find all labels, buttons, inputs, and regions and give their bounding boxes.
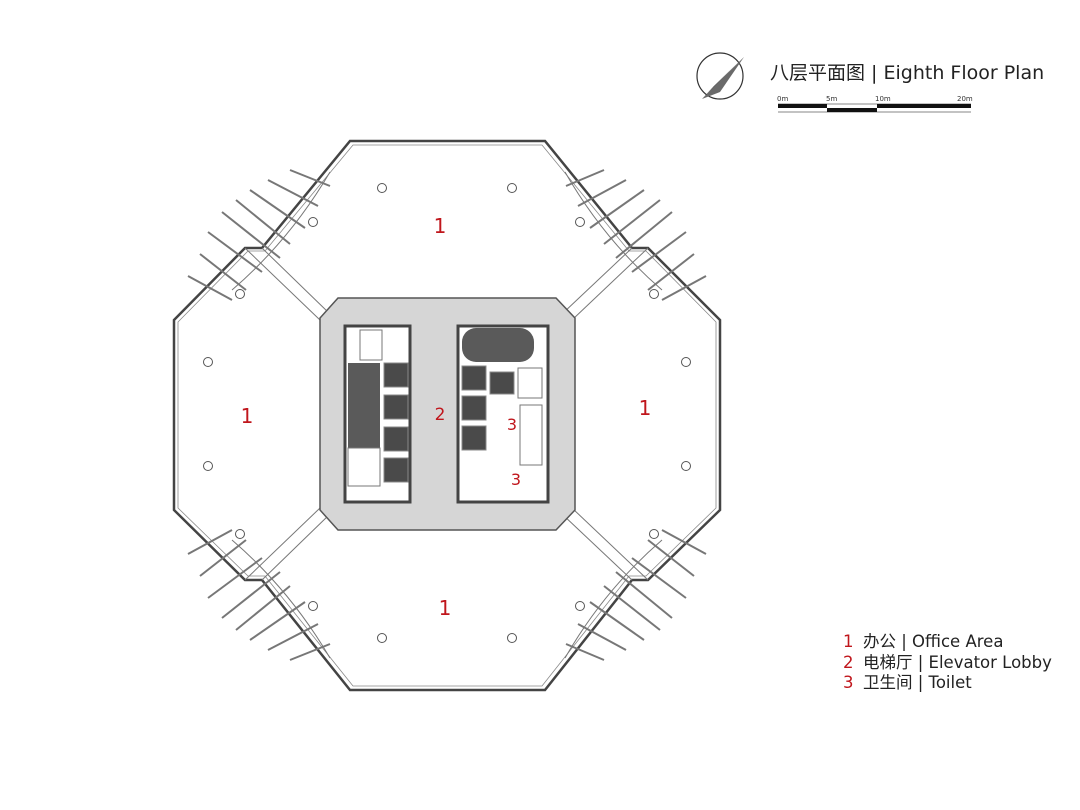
legend-number: 1: [843, 632, 854, 651]
scale-label-20: 20m: [957, 95, 973, 103]
legend-text: 电梯厅 | Elevator Lobby: [863, 652, 1052, 672]
room-label-toilet-upper: 3: [507, 415, 517, 434]
facade-fins: [187, 169, 707, 661]
north-arrow-icon: [696, 52, 744, 100]
scale-label-0: 0m: [777, 95, 789, 103]
scale-label-10: 10m: [875, 95, 891, 103]
wing-partitions: [231, 171, 663, 659]
legend-text: 办公 | Office Area: [863, 632, 1004, 651]
room-label-elevator-lobby: 2: [435, 405, 446, 425]
room-label-office-east: 1: [639, 396, 652, 420]
legend-text: 卫生间 | Toilet: [863, 673, 972, 692]
scale-bar: [778, 103, 971, 113]
room-labels: 1 1 1 1 2 3 3: [241, 214, 652, 620]
legend-item-elevator-lobby: 2 电梯厅 | Elevator Lobby: [843, 653, 1052, 674]
room-label-toilet-lower: 3: [511, 470, 521, 489]
legend-number: 2: [843, 652, 854, 672]
room-label-office-west: 1: [241, 404, 254, 428]
scale-label-5: 5m: [826, 95, 838, 103]
central-core: [319, 297, 576, 531]
legend-number: 3: [843, 673, 854, 692]
room-label-office-north: 1: [434, 214, 447, 238]
room-label-office-south: 1: [439, 596, 452, 620]
drawing-title: 八层平面图 | Eighth Floor Plan: [770, 62, 1045, 84]
legend-item-office: 1 办公 | Office Area: [843, 632, 1052, 653]
legend-item-toilet: 3 卫生间 | Toilet: [843, 673, 1052, 694]
